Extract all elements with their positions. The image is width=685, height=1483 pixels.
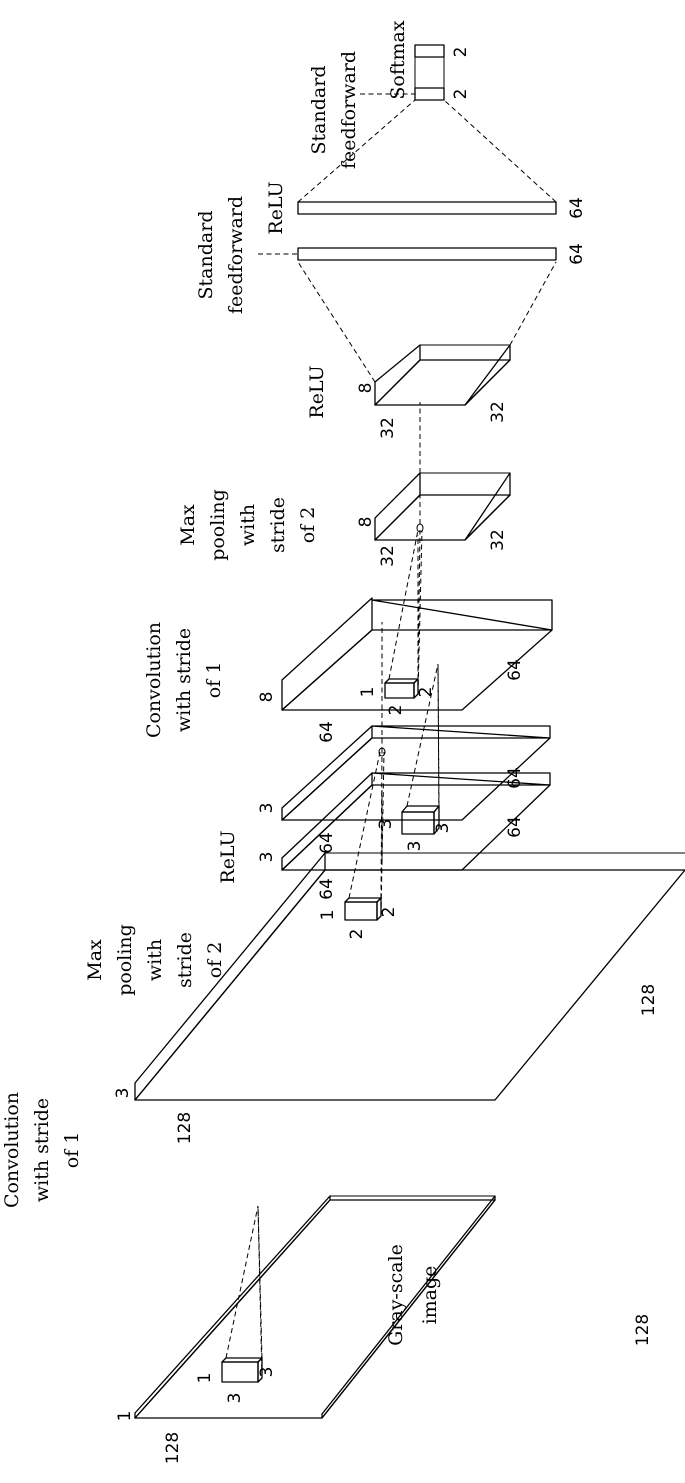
relu2-output-slab: [374, 344, 511, 406]
pool2-window-dim-depth: 1: [358, 687, 378, 698]
pool2-caption-line-2: pooling: [207, 489, 229, 561]
pool2-window-cube: [384, 678, 419, 699]
relu2-dim-height: 32: [378, 417, 398, 439]
pool1-caption-line-4: stride: [174, 932, 196, 988]
conv1-caption-line-1: Convolution: [1, 1092, 23, 1208]
input-dim-height: 128: [163, 1432, 183, 1464]
fc1-units: 64: [567, 243, 587, 265]
relu1-dim-width: 64: [505, 816, 525, 838]
relu3-units: 64: [567, 197, 587, 219]
relu1-kernel-dim-width: 3: [433, 823, 453, 834]
pool1-dim-depth: 3: [257, 803, 277, 814]
input-dim-width: 128: [633, 1314, 653, 1346]
relu1-dim-depth: 3: [257, 852, 277, 863]
relu3-to-fc2-line: [443, 99, 557, 203]
conv2-caption-line-2: with stride: [173, 628, 195, 732]
pool1-projection-line: [380, 751, 383, 899]
pool2-projection-line: [417, 529, 423, 695]
input-image-slab: [134, 1195, 496, 1419]
relu2-caption: ReLU: [306, 365, 328, 418]
conv1-kernel-dim-height: 3: [225, 1393, 245, 1404]
fc1-caption-line-1: Standard: [195, 211, 217, 300]
conv1-kernel-dim-depth: 1: [195, 1373, 215, 1384]
conv2-projection-line: [437, 663, 440, 807]
relu2-to-fc1-line: [297, 261, 376, 383]
softmax-caption: Softmax: [387, 20, 409, 99]
pool1-dim-height: 64: [317, 832, 337, 854]
conv2-dim-depth: 8: [257, 692, 277, 703]
relu1-kernel-dim-depth: 3: [376, 819, 396, 830]
pool2-caption-line-3: with: [237, 504, 259, 546]
relu3-to-fc2-line: [297, 99, 416, 203]
fc2-caption-line-2: feedforward: [338, 51, 360, 169]
pool2-caption-line-1: Max: [177, 504, 199, 546]
conv2-projection-line: [406, 663, 439, 807]
input-dim-depth: 1: [115, 1411, 135, 1422]
conv2-dim-width: 64: [505, 659, 525, 681]
conv2-projection-line: [437, 663, 440, 829]
conv1-projection-line: [225, 1205, 259, 1359]
pool2-caption-line-4: stride: [267, 497, 289, 553]
relu2-dim-width: 32: [488, 401, 508, 423]
pool2-dim-height: 32: [378, 545, 398, 567]
pool2-dim-depth: 8: [356, 517, 376, 528]
pool1-caption-line-1: Max: [84, 939, 106, 981]
pool1-caption-line-3: with: [144, 939, 166, 981]
conv2-output-slab: [281, 597, 553, 711]
pool1-window-dim-width: 2: [379, 907, 399, 918]
conv1-caption-line-2: with stride: [31, 1098, 53, 1202]
pool1-caption-line-2: pooling: [114, 924, 136, 996]
pool1-window-dim-depth: 1: [318, 910, 338, 921]
pool2-dim-width: 32: [488, 529, 508, 551]
conv1-kernel-dim-width: 3: [257, 1367, 277, 1378]
relu2-to-fc1-line: [509, 261, 557, 346]
pool1-window-dim-height: 2: [347, 929, 367, 940]
pool2-caption-line-5: of 2: [297, 507, 319, 544]
conv2-caption-line-3: of 1: [203, 662, 225, 699]
conv1-output-slab: [134, 852, 685, 1101]
conv1-projection-line: [257, 1205, 263, 1379]
fc1-caption-line-2: feedforward: [225, 196, 247, 314]
pool1-projection-line: [380, 751, 385, 917]
relu1-caption: ReLU: [217, 830, 239, 883]
relu3-caption: ReLU: [265, 181, 287, 234]
fc2-units: 2: [451, 89, 471, 100]
conv2-caption-line-1: Convolution: [143, 622, 165, 738]
conv1-dim-depth: 3: [113, 1088, 133, 1099]
fc1-layer-bar: [297, 247, 557, 261]
softmax-units: 2: [451, 47, 471, 58]
conv1-kernel-cube: [221, 1357, 263, 1383]
pool2-window-dim-height: 2: [386, 705, 406, 716]
pool1-window-cube: [344, 897, 382, 921]
input-caption-line-2: image: [419, 1266, 441, 1325]
conv1-dim-width: 128: [639, 984, 659, 1016]
conv1-caption-line-3: of 1: [61, 1132, 83, 1169]
relu1-dim-height: 64: [317, 878, 337, 900]
pool1-caption-line-5: of 2: [204, 942, 226, 979]
conv1-dim-height: 128: [175, 1112, 195, 1144]
pool2-window-dim-width: 2: [416, 687, 436, 698]
fc2-layer-bar: [414, 87, 445, 101]
input-caption-line-1: Gray-scale: [385, 1244, 407, 1346]
relu2-dim-depth: 8: [356, 383, 376, 394]
conv2-dim-height: 64: [317, 721, 337, 743]
fc2-caption-line-1: Standard: [308, 66, 330, 155]
relu1-output-slab: [281, 772, 551, 871]
relu1-kernel-dim-height: 3: [405, 841, 425, 852]
softmax-layer-bar: [414, 44, 445, 88]
relu3-layer-bar: [297, 201, 557, 215]
